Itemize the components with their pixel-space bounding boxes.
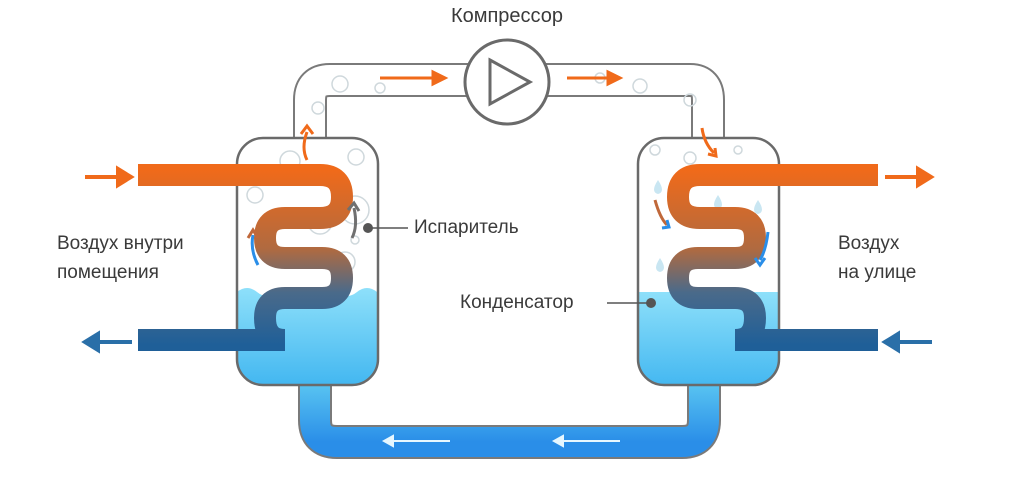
evaporator-coil	[138, 164, 354, 351]
compressor	[463, 38, 551, 126]
evaporator-label: Испаритель	[414, 217, 519, 238]
gas-flow-arrows	[380, 69, 624, 87]
indoor-air-label-line1: Воздух внутри	[57, 233, 184, 254]
bottom-liquid-pipe	[298, 380, 721, 459]
arrow-right-icon	[885, 165, 935, 189]
flow-arrow-icon	[381, 434, 450, 448]
air-arrows	[81, 165, 935, 354]
arrow-left-icon	[881, 330, 932, 354]
outdoor-air-label-line2: на улице	[838, 262, 917, 283]
flow-arrow-icon	[551, 434, 620, 448]
condenser-coil	[666, 164, 878, 351]
compressor-label: Компрессор	[450, 5, 564, 27]
indoor-air-label-line2: помещения	[57, 262, 159, 283]
arrow-left-icon	[81, 330, 132, 354]
leader-lines	[363, 223, 656, 308]
outdoor-air-label-line1: Воздух	[838, 233, 900, 254]
vapor-arrows	[246, 123, 770, 268]
condenser-label: Конденсатор	[460, 292, 574, 313]
play-triangle-icon	[488, 57, 534, 107]
arrow-right-icon	[85, 165, 135, 189]
